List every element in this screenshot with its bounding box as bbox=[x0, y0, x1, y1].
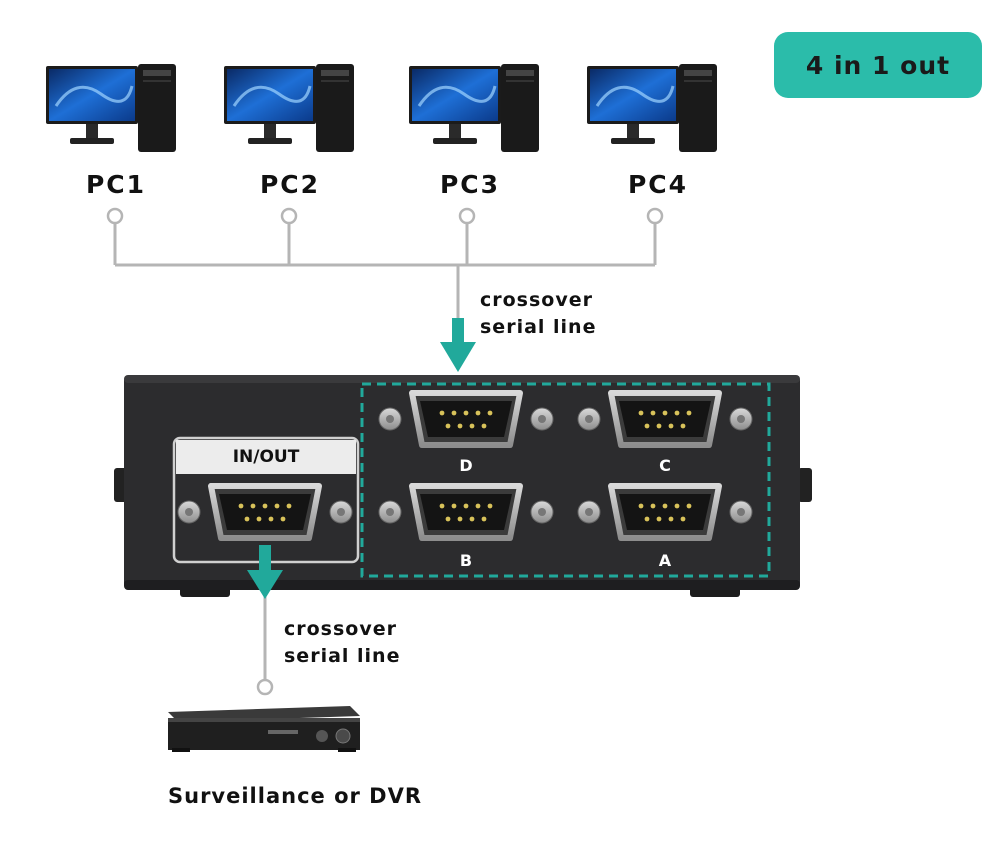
output-line-label: crossover serial line bbox=[284, 616, 400, 670]
pc1-icon bbox=[44, 62, 178, 154]
input-arrow-icon bbox=[440, 318, 476, 372]
port-d-label: D bbox=[459, 456, 473, 475]
mode-badge: 4 in 1 out bbox=[774, 32, 982, 98]
pc2-icon bbox=[222, 62, 356, 154]
input-line-label-2: serial line bbox=[480, 316, 597, 338]
input-line-label-1: crossover bbox=[480, 289, 593, 311]
input-connector-nodes bbox=[106, 207, 664, 225]
port-a-label: A bbox=[658, 551, 672, 570]
pc1-label: PC1 bbox=[85, 170, 147, 199]
input-line-label: crossover serial line bbox=[480, 287, 596, 341]
pc4-label: PC4 bbox=[627, 170, 689, 199]
io-port-label: IN/OUT bbox=[232, 447, 300, 467]
port-c-label: C bbox=[659, 456, 671, 475]
dvr-device-icon bbox=[168, 706, 360, 752]
port-b-label: B bbox=[459, 551, 473, 570]
dvr-label: Surveillance or DVR bbox=[168, 784, 423, 808]
pc2-label: PC2 bbox=[259, 170, 321, 199]
output-line-label-2: serial line bbox=[284, 645, 401, 667]
output-arrow-icon bbox=[247, 545, 283, 599]
input-wiring bbox=[113, 223, 657, 340]
output-line-label-1: crossover bbox=[284, 618, 397, 640]
pc3-icon bbox=[407, 62, 541, 154]
pc3-label: PC3 bbox=[439, 170, 501, 199]
pc4-icon bbox=[585, 62, 719, 154]
output-connector-node bbox=[256, 678, 274, 696]
